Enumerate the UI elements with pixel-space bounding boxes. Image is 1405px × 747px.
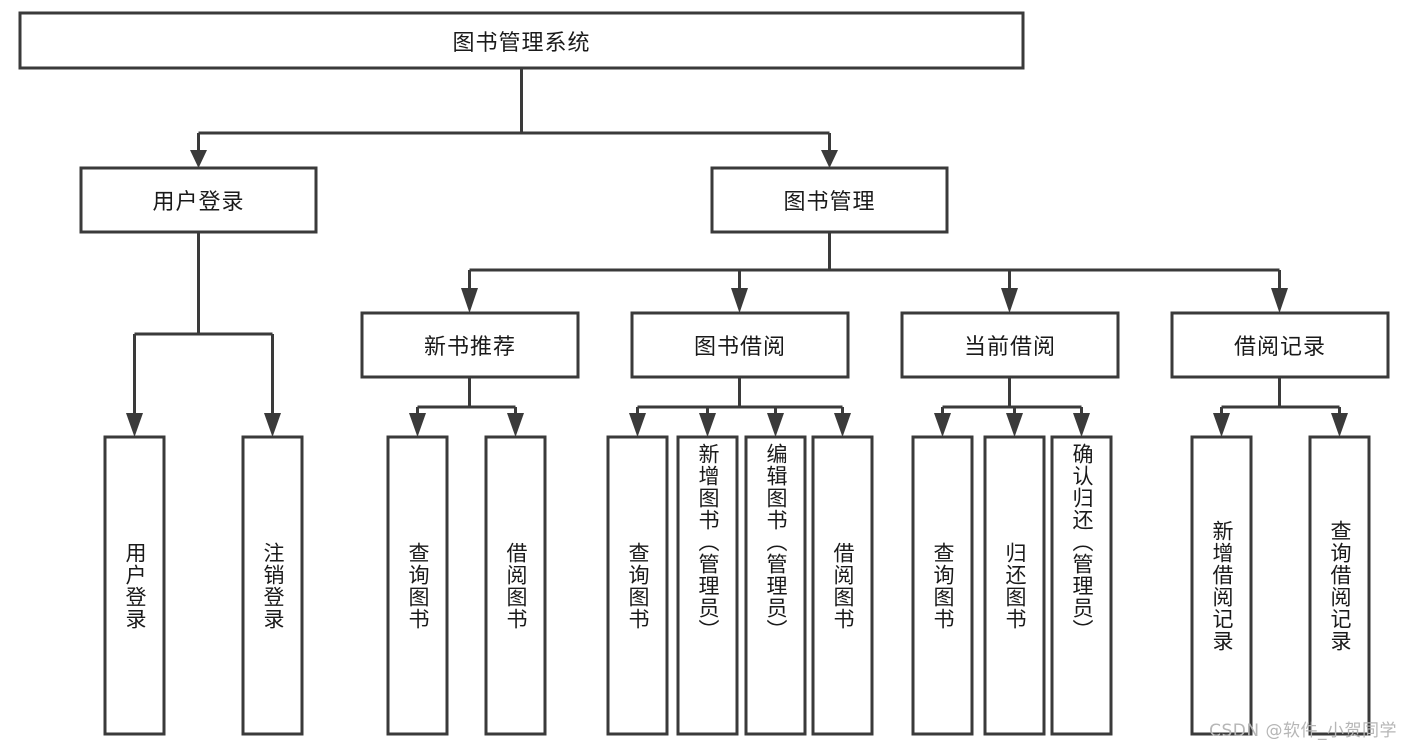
- connector-borrowrecord-to-leaves: [1213, 377, 1348, 437]
- connector-newbookrec-to-leaves: [409, 377, 524, 437]
- node-box-user-login[interactable]: [79, 166, 318, 234]
- node-box-leaf-edit-book[interactable]: [744, 435, 807, 736]
- node-box-leaf-user-logout[interactable]: [241, 435, 304, 736]
- connector-bookmanage-to-level3: [461, 232, 1288, 313]
- node-box-book-manage[interactable]: [710, 166, 949, 234]
- connector-userlogin-to-leaves: [126, 232, 281, 437]
- node-box-root[interactable]: [18, 11, 1025, 70]
- node-box-leaf-user-login[interactable]: [103, 435, 166, 736]
- connector-root-to-level2: [190, 68, 838, 168]
- node-box-leaf-borrow-book-1[interactable]: [484, 435, 547, 736]
- node-box-leaf-add-book[interactable]: [676, 435, 739, 736]
- node-box-leaf-query-book-2[interactable]: [606, 435, 669, 736]
- node-box-leaf-borrow-book-2[interactable]: [811, 435, 874, 736]
- node-box-new-book-rec[interactable]: [360, 311, 580, 379]
- node-box-book-borrow[interactable]: [630, 311, 850, 379]
- connector-currentborrow-to-leaves: [934, 377, 1090, 437]
- watermark-text: CSDN @软件_小贺同学: [1209, 721, 1397, 741]
- node-box-borrow-record[interactable]: [1170, 311, 1390, 379]
- node-box-leaf-add-record[interactable]: [1190, 435, 1253, 736]
- node-box-leaf-query-record[interactable]: [1308, 435, 1371, 736]
- node-box-leaf-query-book-3[interactable]: [911, 435, 974, 736]
- node-box-current-borrow[interactable]: [900, 311, 1120, 379]
- node-box-leaf-query-book-1[interactable]: [386, 435, 449, 736]
- node-box-leaf-return-book[interactable]: [983, 435, 1046, 736]
- connector-bookborrow-to-leaves: [629, 377, 851, 437]
- node-box-leaf-confirm-return[interactable]: [1050, 435, 1113, 736]
